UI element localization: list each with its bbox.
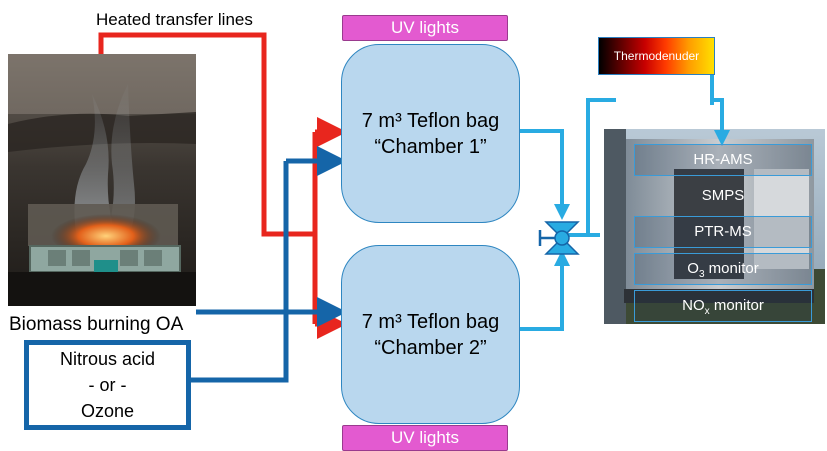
chamber-1-name: “Chamber 1” bbox=[374, 135, 487, 158]
sample-line-chamber2 bbox=[520, 250, 570, 331]
uv-lights-top: UV lights bbox=[342, 15, 508, 41]
instrument-hr-ams: HR-AMS bbox=[634, 144, 812, 176]
o3-suffix: monitor bbox=[704, 260, 759, 277]
nox-suffix: monitor bbox=[709, 297, 764, 314]
chamber-1: 7 m³ Teflon bag “Chamber 1” bbox=[341, 44, 520, 223]
instrument-trailer-photo bbox=[604, 129, 825, 324]
heated-transfer-lines bbox=[98, 32, 347, 339]
biomass-burning-photo-art bbox=[8, 54, 196, 306]
sample-line-thermo-to-instruments bbox=[712, 98, 730, 146]
instrument-ptr-ms: PTR-MS bbox=[634, 216, 812, 248]
instrument-trailer-photo-art bbox=[604, 129, 825, 324]
instrument-o3-monitor: O3 monitor bbox=[634, 253, 812, 285]
chamber-2: 7 m³ Teflon bag “Chamber 2” bbox=[341, 245, 520, 424]
chamber-1-volume: 7 m³ Teflon bag bbox=[361, 109, 500, 132]
oxidant-source-line3: Ozone bbox=[80, 401, 135, 421]
o3-prefix: O bbox=[687, 260, 699, 277]
uv-lights-bottom: UV lights bbox=[342, 425, 508, 451]
biomass-burning-label: Biomass burning OA bbox=[9, 314, 184, 335]
o3-subscript: 3 bbox=[698, 269, 705, 280]
sample-line-to-thermodenuder bbox=[562, 98, 616, 237]
oxidant-source-box: Nitrous acid - or - Ozone bbox=[24, 340, 191, 430]
oxidant-source-line1: Nitrous acid bbox=[59, 349, 156, 369]
nox-prefix: NO bbox=[682, 297, 705, 314]
oxidant-line-main bbox=[186, 310, 289, 383]
chamber-2-volume: 7 m³ Teflon bag bbox=[361, 310, 500, 333]
instrument-smps: SMPS bbox=[701, 187, 745, 204]
instrument-nox-monitor: NOx monitor bbox=[634, 290, 812, 322]
biomass-burning-photo bbox=[8, 54, 196, 306]
sample-lines bbox=[520, 74, 730, 331]
chamber-2-name: “Chamber 2” bbox=[374, 336, 487, 359]
heated-transfer-lines-label: Heated transfer lines bbox=[96, 10, 253, 29]
oxidant-source-line2: - or - bbox=[88, 375, 127, 395]
heated-line-main bbox=[98, 32, 315, 237]
oxidant-lines bbox=[186, 146, 347, 383]
sample-line-chamber1 bbox=[520, 129, 570, 220]
three-way-valve[interactable] bbox=[538, 221, 580, 255]
nox-subscript: x bbox=[704, 306, 710, 317]
thermodenuder: Thermodenuder bbox=[598, 37, 715, 75]
